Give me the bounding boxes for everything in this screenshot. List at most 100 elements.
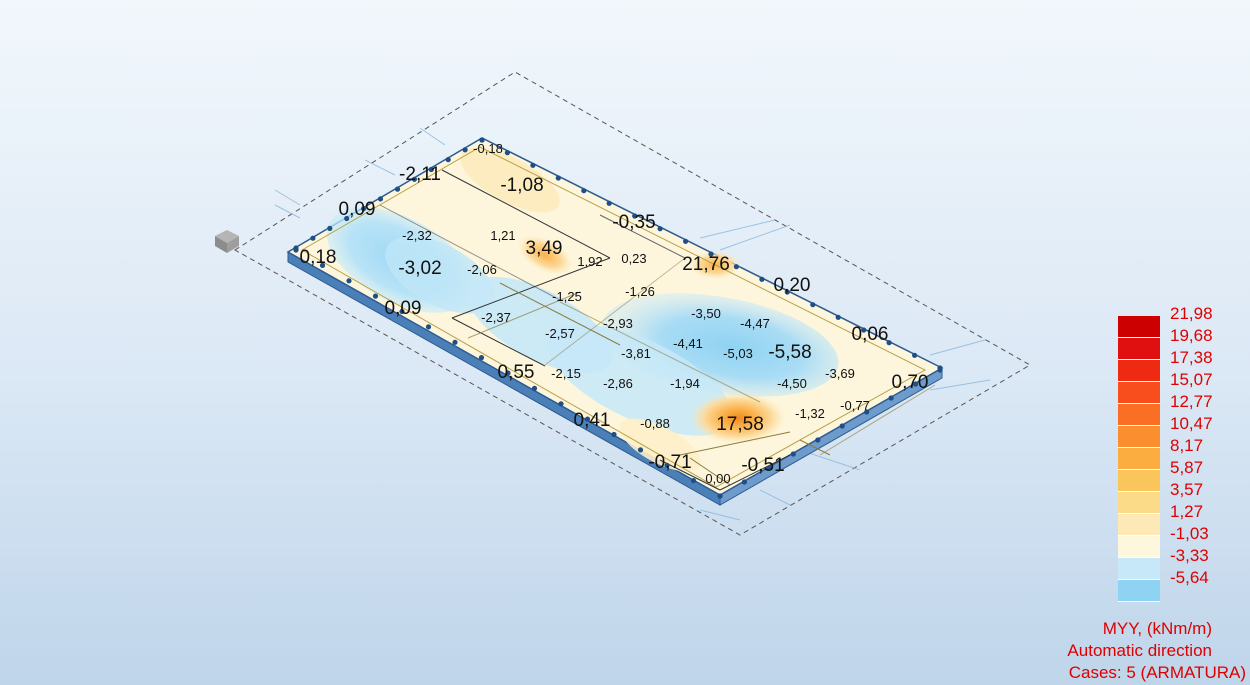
value-label: 1,21 xyxy=(490,228,515,243)
grid-lines xyxy=(274,127,991,521)
support-node xyxy=(555,175,561,181)
legend-swatch xyxy=(1118,360,1160,382)
support-node xyxy=(327,225,333,231)
support-node xyxy=(815,437,821,443)
value-label: -0,71 xyxy=(648,452,691,473)
value-label: -4,41 xyxy=(673,336,703,351)
support-node xyxy=(913,381,919,387)
value-label: -1,25 xyxy=(552,289,582,304)
support-node xyxy=(912,352,918,358)
value-label: -0,88 xyxy=(640,416,670,431)
value-label: -0,35 xyxy=(612,212,655,233)
legend-value: -1,03 xyxy=(1170,524,1209,543)
legend-value: 17,38 xyxy=(1170,348,1213,367)
value-label: -3,69 xyxy=(825,366,855,381)
support-node xyxy=(810,302,816,308)
support-node xyxy=(937,367,943,373)
value-label: -2,37 xyxy=(481,310,511,325)
value-label: 0,23 xyxy=(621,251,646,266)
support-node xyxy=(346,278,352,284)
value-label: -2,11 xyxy=(399,164,441,185)
legend-value: 19,68 xyxy=(1170,326,1213,345)
legend-value: 8,17 xyxy=(1170,436,1204,455)
value-label: -1,08 xyxy=(500,175,543,196)
support-node xyxy=(584,416,591,422)
support-node xyxy=(733,264,740,270)
support-node xyxy=(759,276,765,282)
value-label: -5,58 xyxy=(768,342,811,363)
support-node xyxy=(399,308,405,315)
support-node xyxy=(293,247,299,253)
panel-outlines xyxy=(300,146,936,491)
support-node xyxy=(319,262,326,268)
legend-value: 3,57 xyxy=(1170,480,1204,499)
value-label: -1,94 xyxy=(670,376,700,391)
support-node xyxy=(428,166,434,173)
value-label: 17,58 xyxy=(716,414,764,435)
value-label: 0,09 xyxy=(339,199,376,220)
support-node xyxy=(445,157,451,163)
support-node xyxy=(839,423,845,429)
value-label: 0,09 xyxy=(385,298,422,319)
support-node xyxy=(708,251,714,257)
support-node xyxy=(372,293,379,299)
support-node xyxy=(452,339,458,345)
support-node xyxy=(611,431,617,438)
legend-swatch xyxy=(1118,514,1160,536)
value-label: -3,50 xyxy=(691,306,721,321)
value-label: -2,93 xyxy=(603,316,633,331)
view-cube-icon[interactable] xyxy=(215,230,239,253)
value-label: 0,41 xyxy=(574,410,611,431)
support-node xyxy=(425,324,432,330)
legend-swatch xyxy=(1118,338,1160,360)
value-label: 0,20 xyxy=(774,275,811,296)
legend-value: 21,98 xyxy=(1170,304,1213,323)
support-node xyxy=(664,462,670,468)
legend-quantity: MYY, (kNm/m) xyxy=(1102,619,1212,638)
support-node xyxy=(558,401,564,407)
support-node xyxy=(394,186,401,192)
value-label: -0,18 xyxy=(473,141,503,156)
support-node xyxy=(530,162,536,168)
legend-swatch xyxy=(1118,492,1160,514)
support-node xyxy=(690,478,697,484)
support-nodes xyxy=(293,137,943,499)
support-node xyxy=(361,206,367,212)
value-label: 0,70 xyxy=(892,372,929,393)
legend-value: 12,77 xyxy=(1170,392,1213,411)
value-label: 0,00 xyxy=(705,471,730,486)
value-label: -2,32 xyxy=(402,228,432,243)
support-node xyxy=(864,409,870,415)
support-node xyxy=(657,226,663,232)
contour-map xyxy=(326,147,839,472)
legend-swatch xyxy=(1118,448,1160,470)
value-label: -0,77 xyxy=(840,398,870,413)
legend-value: -3,33 xyxy=(1170,546,1209,565)
value-label: -0,51 xyxy=(741,455,784,476)
support-node xyxy=(531,385,538,391)
support-node xyxy=(478,355,485,361)
support-node xyxy=(504,150,510,156)
value-label: -2,15 xyxy=(551,366,581,381)
support-node xyxy=(637,447,644,453)
legend-value: 1,27 xyxy=(1170,502,1204,521)
value-label: 1,92 xyxy=(577,254,602,269)
support-node xyxy=(741,479,748,485)
legend-swatch xyxy=(1118,404,1160,426)
support-node xyxy=(377,196,384,202)
legend-swatch xyxy=(1118,558,1160,580)
value-label: -5,03 xyxy=(723,346,753,361)
legend-value: -5,64 xyxy=(1170,568,1209,587)
support-node xyxy=(717,493,723,499)
value-label: 0,18 xyxy=(300,247,337,268)
support-node xyxy=(606,200,612,206)
legend-swatch xyxy=(1118,536,1160,558)
legend-swatch xyxy=(1118,316,1160,338)
value-label: -4,50 xyxy=(777,376,807,391)
support-node xyxy=(886,340,892,346)
value-label: -2,06 xyxy=(467,262,497,277)
legend-cases: Cases: 5 (ARMATURA) xyxy=(1068,663,1246,682)
value-label: -1,32 xyxy=(795,406,825,421)
